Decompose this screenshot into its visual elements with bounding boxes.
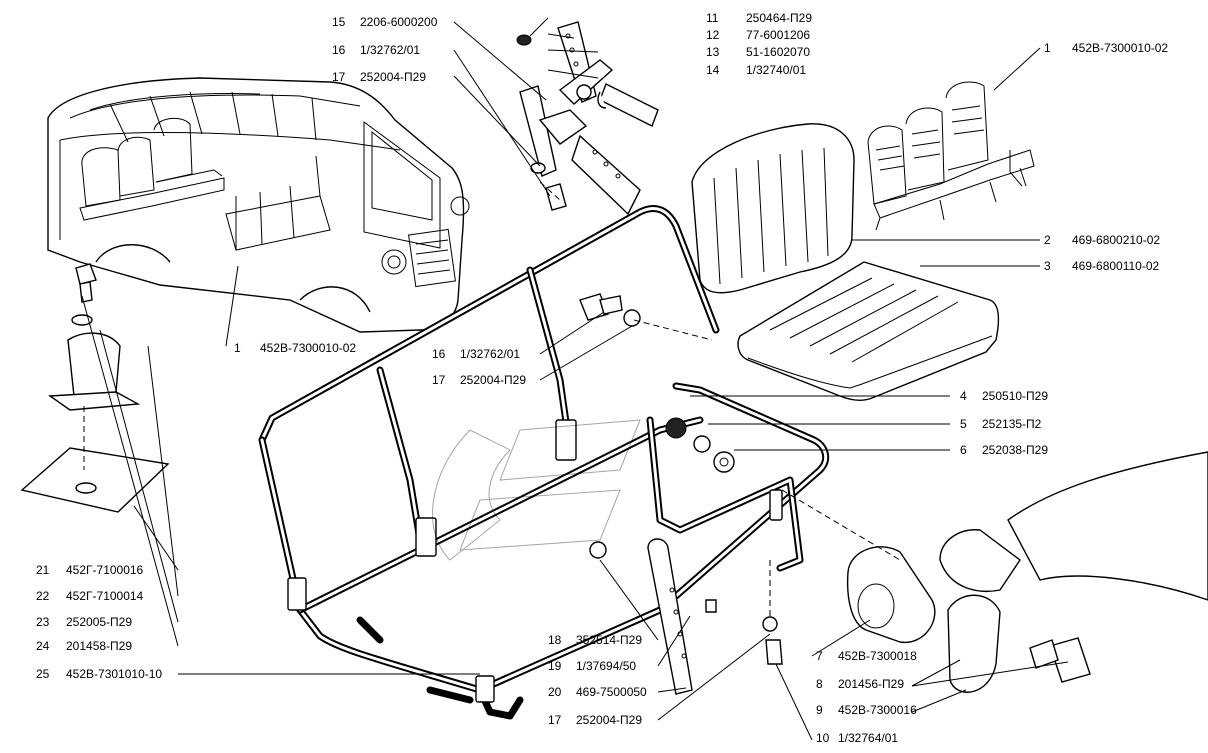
callout-6-number: 6 <box>960 443 967 457</box>
callout-11-number: 11 <box>706 11 719 25</box>
callout-labels: 11 250464-П29 12 77-6001206 13 51-160207… <box>36 11 1168 745</box>
callout-22-number: 22 <box>36 589 50 603</box>
callout-12-code: 77-6001206 <box>746 28 810 42</box>
callout-25-code: 452В-7301010-10 <box>66 667 162 681</box>
callout-20-number: 20 <box>548 685 562 699</box>
seat-cushion <box>737 261 1000 401</box>
watermark-logo <box>432 419 641 561</box>
callout-3-code: 469-6800110-02 <box>1072 259 1160 273</box>
callout-9-number: 9 <box>816 703 823 717</box>
leader-lines <box>81 17 1069 741</box>
callout-4-code: 250510-П29 <box>982 389 1048 403</box>
callout-17-code: 252004-П29 <box>360 70 426 84</box>
callout-24-number: 24 <box>36 639 50 653</box>
callout-4-number: 4 <box>960 389 967 403</box>
callout-1-left-number: 1 <box>234 341 241 355</box>
callout-5-code: 252135-П2 <box>982 417 1042 431</box>
callout-16-code: 1/32762/01 <box>360 43 420 57</box>
callout-24-code: 201458-П29 <box>66 639 132 653</box>
callout-15-number: 15 <box>332 15 346 29</box>
callout-22-code: 452Г-7100014 <box>66 589 144 603</box>
callout-6-code: 252038-П29 <box>982 443 1048 457</box>
callout-2-code: 469-6800210-02 <box>1072 233 1160 247</box>
callout-10-number: 10 <box>816 731 830 745</box>
bushing-assembly <box>846 451 1208 693</box>
clamp-bracket <box>20 332 170 513</box>
callout-3-number: 3 <box>1044 259 1051 273</box>
callout-7-code: 452В-7300018 <box>838 649 917 663</box>
bench-seat-drawing <box>867 81 1035 231</box>
callout-17-mid-number: 17 <box>432 373 446 387</box>
callout-1-left-code: 452В-7300010-02 <box>260 341 356 355</box>
callout-17-bottom-code: 252004-П29 <box>576 713 642 727</box>
callout-17-bottom-number: 17 <box>548 713 562 727</box>
callout-21-number: 21 <box>36 563 50 577</box>
callout-23-code: 252005-П29 <box>66 615 132 629</box>
callout-13-code: 51-1602070 <box>746 45 810 59</box>
callout-17-number: 17 <box>332 70 346 84</box>
callout-8-number: 8 <box>816 677 823 691</box>
callout-15-code: 2206-6000200 <box>360 15 438 29</box>
callout-5-number: 5 <box>960 417 967 431</box>
callout-7-number: 7 <box>816 649 823 663</box>
callout-17-mid-code: 252004-П29 <box>460 373 526 387</box>
callout-18-number: 18 <box>548 633 562 647</box>
vehicle-body-drawing <box>47 77 470 333</box>
callout-14-code: 1/32740/01 <box>746 63 806 77</box>
callout-8-code: 201456-П29 <box>838 677 904 691</box>
callout-1-top-number: 1 <box>1044 41 1051 55</box>
callout-25-number: 25 <box>36 667 50 681</box>
callout-12-number: 12 <box>706 28 720 42</box>
callout-11-code: 250464-П29 <box>746 11 812 25</box>
callout-21-code: 452Г-7100016 <box>66 563 144 577</box>
callout-10-code: 1/32764/01 <box>838 731 898 745</box>
callout-14-number: 14 <box>706 63 720 77</box>
callout-20-code: 469-7500050 <box>576 685 647 699</box>
callout-9-code: 452В-7300016 <box>838 703 917 717</box>
callout-16-number: 16 <box>332 43 346 57</box>
seat-back-cushion <box>691 123 855 294</box>
callout-2-number: 2 <box>1044 233 1051 247</box>
callout-13-number: 13 <box>706 45 720 59</box>
callout-19-code: 1/37694/50 <box>576 659 636 673</box>
callout-18-code: 352514-П29 <box>576 633 642 647</box>
callout-1-top-code: 452В-7300010-02 <box>1072 41 1168 55</box>
callout-16-mid-number: 16 <box>432 347 446 361</box>
latch-brackets <box>516 21 659 216</box>
callout-19-number: 19 <box>548 659 562 673</box>
seat-frame <box>258 205 830 720</box>
callout-23-number: 23 <box>36 615 50 629</box>
callout-16-mid-code: 1/32762/01 <box>460 347 520 361</box>
